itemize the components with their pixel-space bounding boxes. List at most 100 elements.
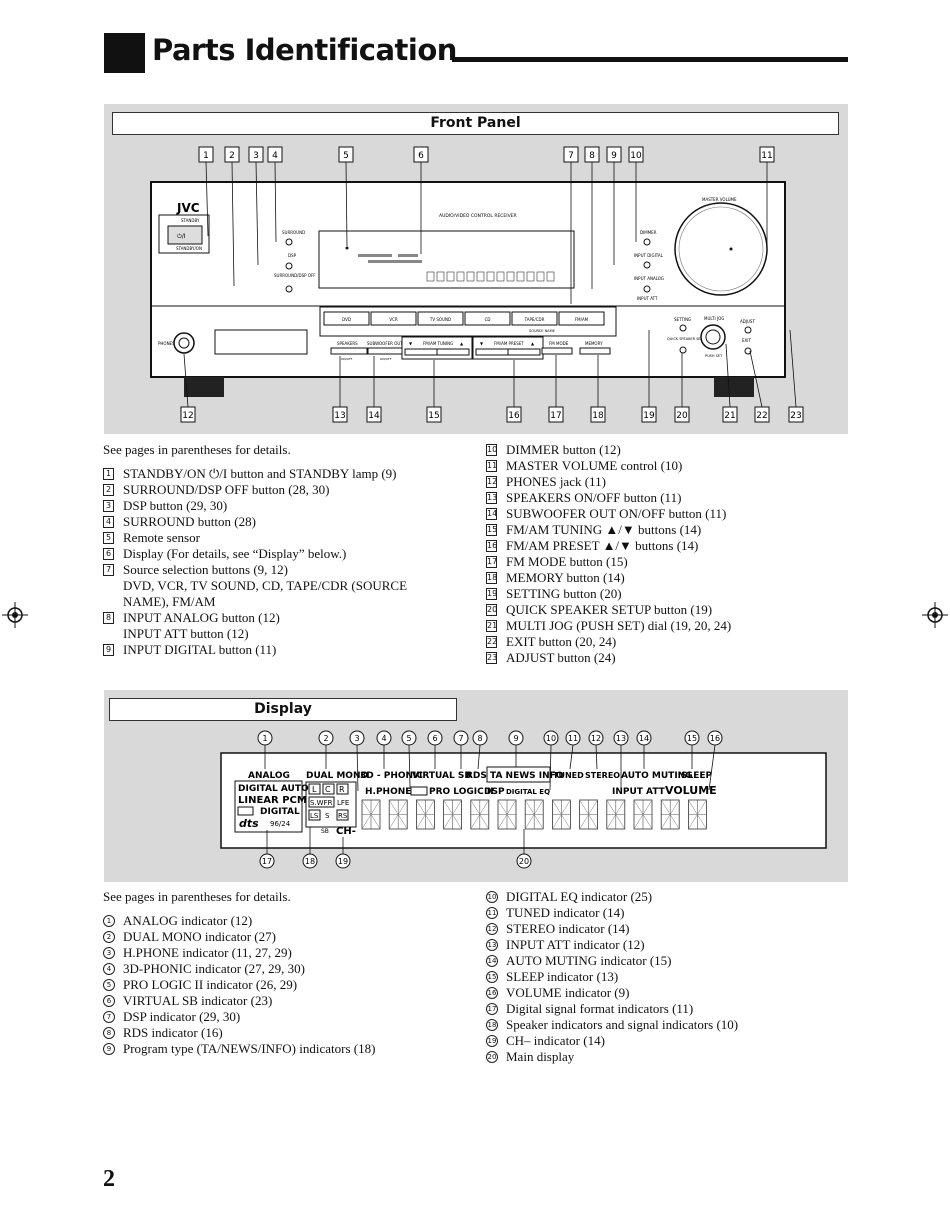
- callout-circle: [613, 730, 629, 746]
- callout-circle: [401, 730, 417, 746]
- master-volume-knob[interactable]: [674, 202, 768, 296]
- callout-box: [248, 146, 264, 163]
- surround-dsp-off-button[interactable]: [285, 285, 293, 293]
- callout-number: 11: [568, 734, 578, 743]
- item-number: 15: [486, 971, 498, 983]
- speaker-swfr-box: [308, 796, 335, 808]
- item-text: SETTING button (20): [506, 586, 622, 601]
- input-analog-button[interactable]: [643, 285, 651, 293]
- ind-pro-logic: PRO LOGIC II: [429, 787, 494, 797]
- source-button-label: DVD: [342, 317, 351, 322]
- memory-button[interactable]: [579, 347, 611, 355]
- callout-circle: [376, 730, 392, 746]
- leader-line: [549, 744, 552, 791]
- leader-line: [231, 161, 235, 287]
- dolby-logo-icon: [237, 806, 254, 816]
- item-number: 12: [486, 476, 498, 488]
- surround-dsp-off-label: SURROUND/DSP OFF: [274, 273, 316, 278]
- item-number: 7: [103, 564, 114, 576]
- callout-number: 15: [428, 411, 439, 421]
- remote-sensor: [345, 246, 349, 250]
- source-button-label: TV SOUND: [429, 317, 451, 322]
- callout-circle: [427, 730, 443, 746]
- item-number: 11: [486, 460, 498, 472]
- preset-up-button[interactable]: [507, 348, 541, 356]
- leader-line: [345, 161, 348, 247]
- front-list-intro: See pages in parentheses for details.: [103, 442, 291, 457]
- speakers-button[interactable]: [330, 347, 368, 355]
- item-text: STEREO indicator (14): [506, 921, 630, 936]
- item-text: Program type (TA/NEWS/INFO) indicators (…: [123, 1041, 376, 1056]
- fm-mode-button[interactable]: [541, 347, 573, 355]
- master-volume-ring: [678, 206, 764, 292]
- tuning-down-button[interactable]: [404, 348, 438, 356]
- source-button[interactable]: [464, 311, 511, 326]
- mini-segment: [466, 271, 475, 282]
- digital-format-frame: [234, 780, 303, 833]
- speaker-grid-frame: [305, 781, 357, 828]
- dsp-button[interactable]: [285, 262, 293, 270]
- source-button[interactable]: [511, 311, 558, 326]
- preset-down-button[interactable]: [475, 348, 509, 356]
- item-text: FM/AM TUNING ▲/▼ buttons (14): [506, 522, 702, 537]
- source-button[interactable]: [417, 311, 464, 326]
- mini-display-segments: [358, 254, 555, 282]
- subwoofer-out-button[interactable]: [367, 347, 405, 355]
- tuning-up-button[interactable]: [436, 348, 470, 356]
- source-button[interactable]: [323, 311, 370, 326]
- callout-number: 2: [229, 151, 235, 161]
- fm-am-tuning-label: FM/AM TUNING: [423, 341, 453, 346]
- mini-segment: [516, 271, 525, 282]
- subwoofer-onoff-label: ON/OFF: [380, 357, 392, 361]
- ind-tuned: TUNED: [553, 771, 584, 780]
- item-number: 21: [486, 620, 498, 632]
- item-text: SURROUND button (28): [123, 514, 256, 529]
- surround-button[interactable]: [285, 238, 293, 246]
- fm-am-preset-label: FM/AM PRESET: [494, 341, 524, 346]
- ind-virtual-sb: VIRTUAL SB: [412, 771, 471, 781]
- item-number: 9: [103, 644, 114, 656]
- source-button[interactable]: [370, 311, 417, 326]
- callout-number: 3: [354, 734, 359, 743]
- phones-jack-inner: [178, 337, 190, 349]
- mini-segment: [526, 271, 535, 282]
- callout-circle: [257, 730, 273, 746]
- input-att-label: INPUT ATT: [637, 296, 658, 301]
- source-button[interactable]: [558, 311, 605, 326]
- item-number: 1: [103, 915, 115, 927]
- input-digital-button[interactable]: [643, 261, 651, 269]
- ind-digital-eq: DIGITAL EQ: [506, 788, 550, 796]
- main-digit: [470, 799, 490, 830]
- standby-on-button[interactable]: [167, 225, 203, 245]
- display-panel-figure: Display ANALOG DUAL MONO 3D - PHONIC VIR…: [104, 690, 848, 882]
- standby-frame: [158, 214, 210, 254]
- quick-speaker-setup-button[interactable]: [679, 346, 687, 354]
- callout-number: 16: [710, 734, 720, 743]
- adjust-button[interactable]: [744, 326, 752, 334]
- main-digit: [688, 799, 707, 830]
- setting-button[interactable]: [679, 324, 687, 332]
- item-number: 22: [486, 636, 498, 648]
- exit-button[interactable]: [744, 347, 752, 355]
- standby-label: STANDBY: [181, 218, 200, 223]
- speakers-onoff-label: ON/OFF: [341, 357, 353, 361]
- item-text: STANDBY/ON ⏻/I button and STANDBY lamp (…: [123, 466, 397, 481]
- main-digit: [579, 799, 599, 830]
- ind-sleep: SLEEP: [681, 771, 713, 781]
- dimmer-button[interactable]: [643, 238, 651, 246]
